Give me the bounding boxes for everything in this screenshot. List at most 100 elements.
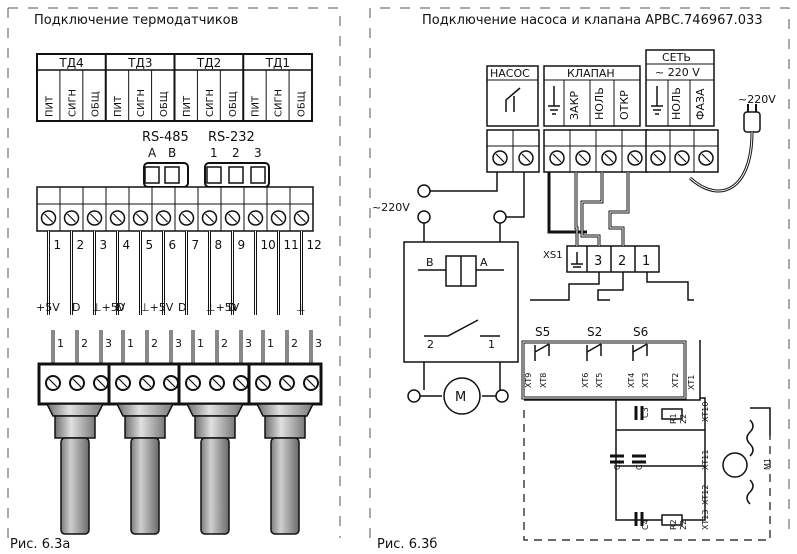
relay-block: B A 2 1 — [403, 241, 519, 363]
rs-pin-label: 3 — [254, 146, 262, 160]
signal-label: D — [178, 301, 186, 314]
limit-switch-label: S2 — [587, 325, 602, 339]
component-label: 22 — [679, 414, 688, 424]
rs-socket-pin — [144, 166, 160, 184]
terminal-number: 12 — [307, 238, 322, 252]
xs1-pin-2: 2 — [618, 254, 626, 269]
rs-pin-label: 2 — [232, 146, 240, 160]
valve-label: КЛАПАН — [567, 67, 615, 80]
xs1-pin-3: 3 — [594, 254, 602, 269]
valve-pin-label: ЗАКР — [568, 91, 581, 120]
sensor-pin-label: ОБЩ — [228, 91, 239, 117]
terminal-label: XT2 — [671, 373, 680, 388]
valve-pin-label: НОЛЬ — [593, 87, 606, 120]
terminal-number: 7 — [192, 238, 200, 252]
sensor-pin-label: СИГН — [205, 89, 216, 117]
valve-pin-label: ОТКР — [618, 90, 631, 120]
mains-voltage: ~ 220 V — [655, 66, 700, 79]
sensor-pin-label: СИГН — [274, 89, 285, 117]
terminal-number: 2 — [77, 238, 85, 252]
terminal-label: XT6 — [581, 373, 590, 388]
relay-contact-1: 1 — [488, 338, 495, 351]
supply-voltage: ~220V — [372, 201, 410, 214]
relay-pin-b: B — [426, 256, 434, 269]
sensor-connector: 1 2 3 — [107, 330, 183, 535]
sensor-group-label: ТД2 — [196, 56, 221, 70]
valve-actuator — [521, 272, 771, 541]
connector-pin-label: 2 — [291, 337, 298, 350]
signal-label: ⊥+5V — [206, 301, 240, 314]
mains-label: СЕТЬ — [662, 51, 691, 64]
plug-icon — [743, 111, 761, 133]
left-terminal-block — [36, 186, 314, 232]
terminal-label: XT1 — [687, 375, 696, 390]
signal-label: D — [116, 301, 124, 314]
right-title: Подключение насоса и клапана АРВС.746967… — [422, 13, 763, 28]
terminal-label: XT3 — [641, 373, 650, 388]
connector-pin-label: 1 — [57, 337, 64, 350]
terminal-label: XT10 — [701, 402, 710, 422]
connector-pin-label: 2 — [151, 337, 158, 350]
sensor-pin-label: ОБЩ — [297, 91, 308, 117]
signal-label: ⊥ — [296, 301, 306, 314]
motor-symbol: M — [455, 390, 466, 405]
component-label: R1 — [669, 413, 678, 424]
rs-socket-pin — [228, 166, 244, 184]
terminal-number: 9 — [238, 238, 246, 252]
sensor-connector: 1 2 3 — [247, 330, 323, 535]
left-frame — [8, 7, 341, 538]
component-label: C3 — [641, 407, 650, 418]
connector-pin-label: 1 — [127, 337, 134, 350]
rs-socket-pin — [164, 166, 180, 184]
limit-switches: S5 S2 S6 — [534, 325, 648, 361]
rs-sockets — [143, 162, 270, 188]
valve-block: КЛАПАН ЗАКР НОЛЬ ОТКР — [543, 65, 641, 127]
terminal-number: 8 — [215, 238, 223, 252]
rs-pin-label: B — [168, 146, 176, 160]
mains-pin-label: ФАЗА — [694, 88, 707, 120]
ground-icon — [571, 252, 583, 268]
rs-pin-label: A — [148, 146, 157, 160]
ground-icon — [651, 86, 663, 115]
xs1-label: XS1 — [543, 250, 563, 261]
rs232-label: RS-232 — [208, 130, 255, 145]
signal-label: D — [228, 301, 236, 314]
right-frame — [369, 7, 790, 538]
terminal-number: 1 — [54, 238, 62, 252]
component-label: 22 — [679, 520, 688, 530]
limit-switch-label: S5 — [535, 325, 550, 339]
signal-label: D — [72, 301, 80, 314]
xs1-connector: XS1 3 2 1 — [543, 245, 660, 273]
component-label: C2 — [613, 459, 622, 470]
connector-pin-label: 3 — [245, 337, 252, 350]
sensor-pin-label: ПИТ — [113, 95, 124, 117]
relay-pin-a: A — [480, 256, 488, 269]
actuator-components — [610, 406, 771, 526]
right-panel: Подключение насоса и клапана АРВС.746967… — [369, 7, 790, 541]
connector-pin-label: 3 — [315, 337, 322, 350]
sensor-pin-label: ПИТ — [251, 95, 262, 117]
terminal-number: 5 — [146, 238, 154, 252]
relay-contact-2: 2 — [427, 338, 434, 351]
pump-block: НАСОС — [486, 65, 539, 127]
mains-pin-label: НОЛЬ — [670, 87, 683, 120]
connector-pin-label: 3 — [105, 337, 112, 350]
switch-icon — [586, 343, 602, 361]
sensor-pin-label: ПИТ — [44, 95, 55, 117]
terminal-label: XT4 — [627, 373, 636, 388]
connector-pin-label: 1 — [267, 337, 274, 350]
pump-switch-icon — [505, 87, 521, 112]
sensor-pin-label: ПИТ — [182, 95, 193, 117]
limit-switch-label: S6 — [633, 325, 648, 339]
connector-pin-label: 1 — [197, 337, 204, 350]
connector-pin-label: 2 — [81, 337, 88, 350]
ground-icon — [548, 86, 560, 115]
sensor-pin-label: СИГН — [67, 89, 78, 117]
switch-icon — [632, 343, 648, 361]
